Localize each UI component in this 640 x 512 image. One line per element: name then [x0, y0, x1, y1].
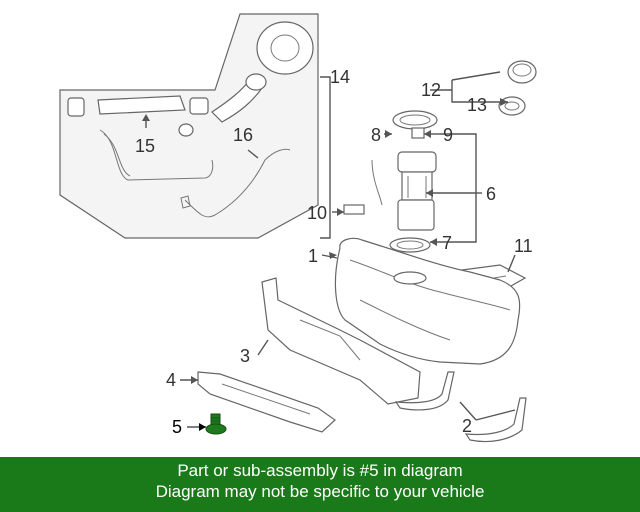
- callout-10: 10: [307, 203, 327, 223]
- sending-unit-part[interactable]: [343, 159, 383, 215]
- callout-4: 4: [166, 370, 176, 390]
- callout-9: 9: [443, 125, 453, 145]
- fuel-system-diagram: 1 2 3 4 5 6 7 8 9 10 11 12 13 14 15 16: [59, 13, 537, 443]
- callout-7: 7: [442, 233, 452, 253]
- hose-part[interactable]: [67, 95, 214, 181]
- vent-line-part[interactable]: [180, 148, 291, 218]
- info-banner: Part or sub-assembly is #5 in diagram Di…: [0, 457, 640, 512]
- fuel-pump-module-part[interactable]: [397, 151, 437, 231]
- callout-16: 16: [233, 125, 253, 145]
- callout-6: 6: [486, 184, 496, 204]
- arrow-heads: [142, 98, 508, 431]
- callout-1: 1: [308, 246, 318, 266]
- lock-ring-part[interactable]: [392, 110, 438, 130]
- callout-15: 15: [135, 136, 155, 156]
- seal-part[interactable]: [389, 237, 431, 253]
- callout-13: 13: [467, 95, 487, 115]
- callout-8: 8: [371, 125, 381, 145]
- banner-line-disclaimer: Diagram may not be specific to your vehi…: [155, 482, 485, 501]
- callout-labels: 1 2 3 4 5 6 7 8 9 10 11 12 13 14 15 16: [135, 67, 533, 437]
- filler-neck-part[interactable]: [211, 21, 314, 123]
- callout-12: 12: [421, 80, 441, 100]
- banner-line-part-number: Part or sub-assembly is #5 in diagram: [177, 461, 463, 480]
- bolt-part[interactable]: [205, 413, 227, 435]
- tank-strap-part[interactable]: [394, 371, 527, 443]
- callout-5: 5: [172, 417, 182, 437]
- callout-2: 2: [462, 416, 472, 436]
- connector-part[interactable]: [411, 127, 425, 139]
- lower-shield-part[interactable]: [197, 371, 336, 433]
- callout-11: 11: [514, 236, 533, 256]
- fuel-cap-part[interactable]: [507, 60, 537, 84]
- skid-plate-part[interactable]: [261, 277, 421, 405]
- callout-3: 3: [240, 346, 250, 366]
- fuel-tank-part[interactable]: [334, 237, 521, 365]
- callout-14: 14: [330, 67, 350, 87]
